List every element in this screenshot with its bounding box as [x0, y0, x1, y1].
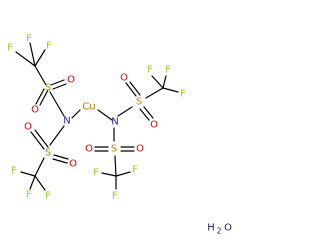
fluorine-atom: F: [165, 65, 171, 76]
water-hydrogen: H: [207, 223, 215, 234]
bond-n-s2: [49, 125, 65, 146]
bond-s3-c3: [145, 87, 164, 99]
fluorine-atom: F: [26, 34, 32, 45]
oxygen-atom: O: [150, 120, 158, 131]
bond-f-c2: [34, 175, 46, 191]
bond-c1-s1: [34, 65, 47, 86]
bond-s1-o: [52, 83, 67, 90]
bond-f-c1: [34, 49, 46, 67]
fluorine-atom: F: [11, 166, 17, 177]
bond-s2-o: [30, 131, 45, 150]
fluorine-atom: F: [46, 41, 52, 52]
bond-s2-o: [52, 158, 68, 164]
atom-labels: F F F S O O N Cu S O O F F F N S O O F F…: [7, 34, 186, 202]
bond-f-c2: [29, 175, 36, 190]
bond-s3-o: [129, 81, 141, 96]
bond-s1-o: [39, 89, 49, 106]
bond-s3-o: [125, 82, 137, 97]
bond-s1-n: [49, 91, 65, 117]
sulfur-atom: S: [45, 148, 51, 159]
oxygen-atom: O: [67, 75, 75, 86]
bond-s3-o: [143, 106, 154, 119]
bond-f-c1: [15, 51, 36, 67]
fluorine-atom: F: [180, 89, 186, 100]
oxygen-atom: O: [69, 159, 77, 170]
bond-f-c3: [162, 75, 167, 89]
bond-f-c4: [101, 172, 117, 177]
fluorine-atom: F: [93, 168, 99, 179]
bond-f-c3: [162, 87, 179, 93]
bond-s2-c2: [34, 157, 45, 177]
copper-atom: Cu: [82, 102, 95, 113]
bond-f-c4: [115, 171, 131, 177]
bond-n-cu: [71, 109, 81, 119]
bond-s1-o: [35, 88, 45, 105]
water-oxygen: O: [224, 223, 232, 234]
bond-cu-n: [97, 109, 113, 121]
sulfur-atom: S: [45, 83, 51, 94]
sulfur-atom: S: [111, 144, 117, 155]
bond-s1-o: [50, 79, 65, 86]
bond-s2-o: [53, 154, 69, 160]
structure-diagram: F F F S O O N Cu S O O F F F N S O O F F…: [7, 34, 232, 236]
bonds: [15, 42, 179, 191]
bond-s3-o: [139, 108, 150, 121]
sulfur-atom: S: [136, 97, 142, 108]
oxygen-atom: O: [31, 105, 39, 116]
oxygen-atom: O: [85, 144, 93, 155]
water-subscript: 2: [216, 227, 221, 236]
bond-f-c3: [151, 75, 164, 89]
bond-s4-c4: [114, 155, 117, 177]
nitrogen-atom: N: [111, 117, 118, 128]
water-formula: H 2 O: [207, 223, 232, 236]
fluorine-atom: F: [112, 191, 118, 202]
fluorine-atom: F: [132, 165, 138, 176]
fluorine-atom: F: [7, 43, 13, 54]
bond-n-s3: [117, 106, 133, 117]
molecule-drawing: F F F S O O N Cu S O O F F F N S O O F F…: [7, 34, 232, 236]
oxygen-atom: O: [136, 144, 144, 155]
oxygen-atom: O: [120, 73, 128, 84]
bond-f-c2: [20, 171, 36, 177]
bond-s2-o: [34, 129, 49, 148]
fluorine-atom: F: [147, 65, 153, 76]
nitrogen-atom: N: [63, 116, 70, 127]
oxygen-atom: O: [24, 122, 32, 133]
bond-f-c1: [29, 42, 36, 67]
fluorine-atom: F: [26, 190, 32, 201]
fluorine-atom: F: [45, 191, 51, 202]
